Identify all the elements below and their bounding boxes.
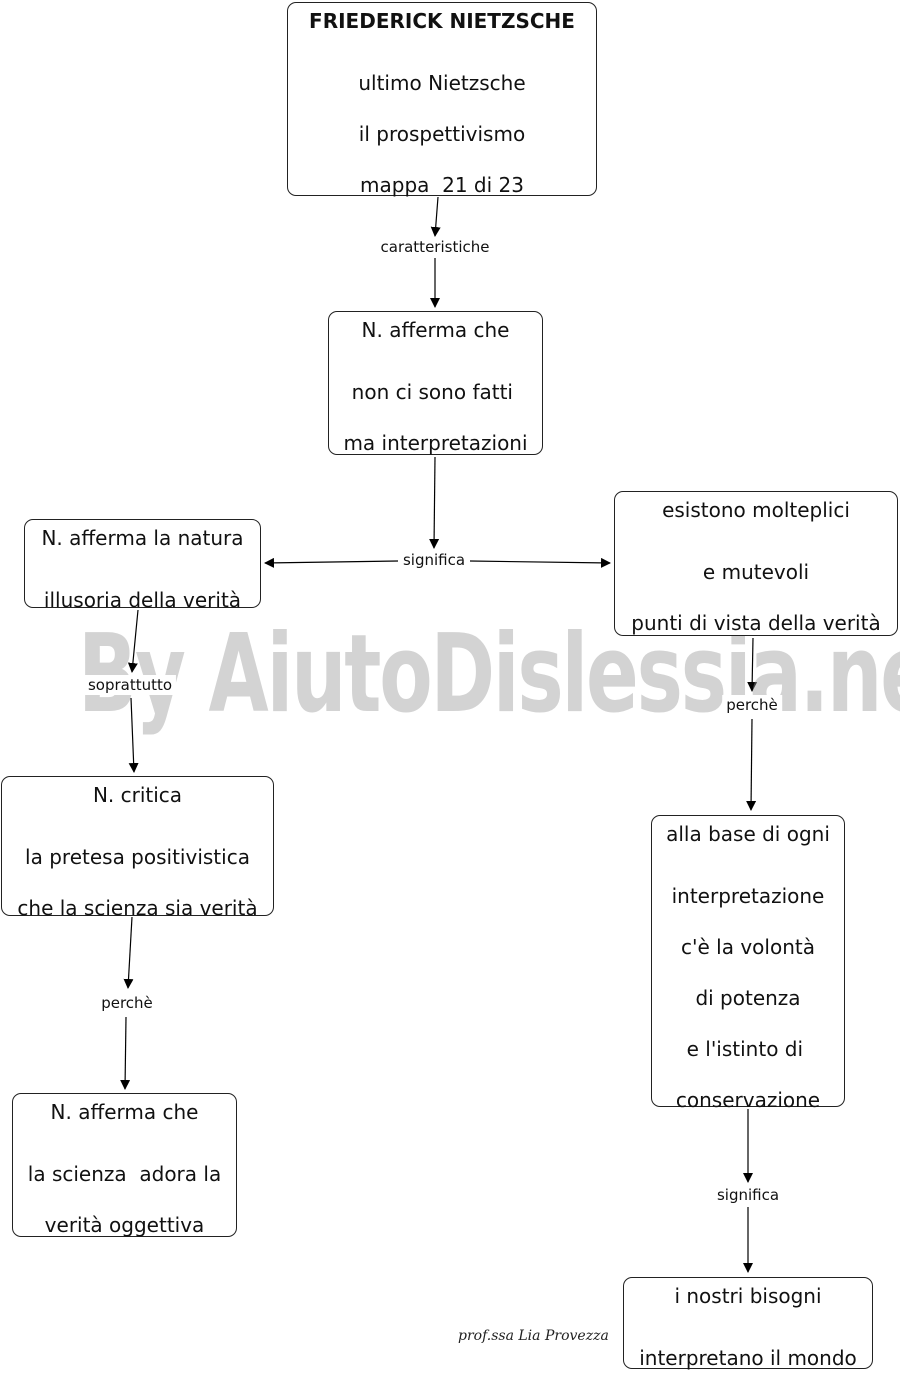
node-text-line: e mutevoli [702,560,810,584]
node-text-line: la pretesa positivistica [25,845,250,869]
link-significa-punti [469,557,611,568]
node-text-line: conservazione [675,1088,821,1112]
link-label-significa-center: significa [398,550,470,570]
node-volonta: alla base di ogni interpretazione c'è la v… [651,815,845,1112]
link-fatti-significa [429,456,440,549]
node-text-line: illusoria della verità [43,588,242,612]
node-text-line: FRIEDERICK NIETZSCHE [309,9,575,33]
node-text-line: ma interpretazioni [343,431,528,455]
link-significa-natura [264,557,399,568]
link-punti-volonta-a [747,637,758,692]
node-text-line: che la scienza sia verità [17,896,258,920]
node-text-line: N. critica [92,783,183,807]
node-text-line: e l'istinto di [686,1037,810,1061]
link-label-significa-right: significa [712,1185,784,1205]
node-critica: N. critica la pretesa positivistica che la… [1,776,274,920]
node-text-line: il prospettivismo [358,122,526,146]
node-text-line: esistono molteplici [662,498,850,522]
node-title: FRIEDERICK NIETZSCHE ultimo Nietzsche il p… [287,2,597,197]
node-text-line: alla base di ogni [666,822,830,846]
link-natura-critica-b [128,697,139,773]
link-label-caratteristiche: caratteristiche [376,237,494,257]
node-text-line: verità oggettiva [44,1213,205,1237]
node-text-line: punti di vista della verità [631,611,881,635]
link-label-perche-right: perchè [722,695,782,715]
node-text-line: la scienza adora la [27,1162,222,1186]
node-text-line: interpretazione [671,884,825,908]
node-text-line: di potenza [695,986,801,1010]
node-text-line: N. afferma che [361,318,510,342]
link-critica-scienza-a [123,916,134,989]
link-punti-volonta-b [746,718,757,811]
node-text-line: mappa 21 di 23 [360,173,524,197]
node-scienza: N. afferma che la scienza adora la verità … [12,1093,237,1237]
node-text-line: c'è la volontà [681,935,815,959]
node-text-line: interpretano il mondo [639,1346,857,1370]
watermark: By AiutoDislessia.net [78,612,900,737]
link-natura-critica-a [127,609,139,673]
node-text-line: non ci sono fatti [351,380,520,404]
node-text-line: ultimo Nietzsche [358,71,526,95]
node-text-line: N. afferma la natura [41,526,244,550]
node-punti: esistono molteplici e mutevoli punti di vi… [614,491,898,636]
node-text-line: N. afferma che [50,1100,199,1124]
node-fatti: N. afferma che non ci sono fatti ma inter… [328,311,543,455]
link-label-perche-left: perchè [97,993,157,1013]
link-title-fatti-a [430,196,441,237]
link-critica-scienza-b [120,1016,131,1090]
link-label-soprattutto: soprattutto [83,675,177,695]
node-bisogni: i nostri bisogni interpretano il mondo [623,1277,873,1370]
signature: prof.ssa Lia Provezza [458,1328,609,1344]
node-text-line: i nostri bisogni [674,1284,822,1308]
node-natura: N. afferma la natura illusoria della veri… [24,519,261,612]
